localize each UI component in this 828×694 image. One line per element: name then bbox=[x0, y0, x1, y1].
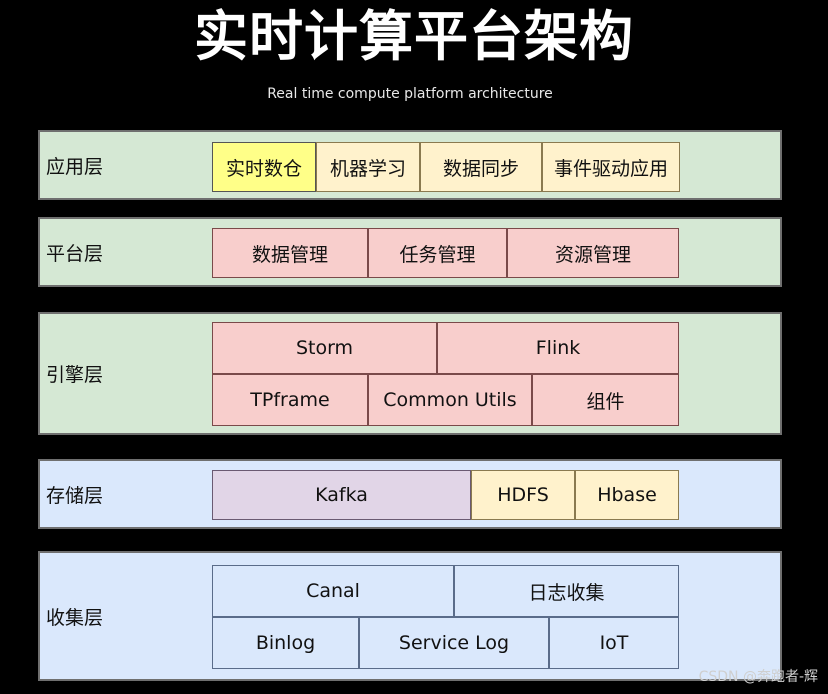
collection-item-canal: Canal bbox=[212, 565, 454, 617]
engine-item-flink: Flink bbox=[437, 322, 679, 374]
page-title: 实时计算平台架构 bbox=[194, 5, 634, 68]
collection-item-service-log: Service Log bbox=[359, 617, 549, 669]
collection-item-iot: IoT bbox=[549, 617, 679, 669]
engine-layer-label: 引擎层 bbox=[46, 364, 104, 386]
app-item-machine-learning: 机器学习 bbox=[316, 142, 420, 192]
platform-item-data-management: 数据管理 bbox=[212, 228, 368, 278]
collection-layer-label: 收集层 bbox=[46, 606, 104, 629]
platform-layer-label: 平台层 bbox=[46, 242, 104, 265]
platform-item-task-management: 任务管理 bbox=[368, 228, 507, 278]
collection-item-binlog: Binlog bbox=[212, 617, 359, 669]
app-item-realtime-warehouse: 实时数仓 bbox=[212, 142, 316, 192]
storage-item-hbase: Hbase bbox=[575, 470, 679, 520]
engine-layer: 引擎层 Storm Flink TPframe Common Utils 组件 bbox=[38, 312, 782, 435]
platform-layer: 平台层 数据管理 任务管理 资源管理 bbox=[38, 217, 782, 287]
page-subtitle: Real time compute platform architecture bbox=[267, 86, 553, 102]
collection-item-log-collection: 日志收集 bbox=[454, 565, 679, 617]
storage-item-hdfs: HDFS bbox=[471, 470, 575, 520]
application-layer: 应用层 实时数仓 机器学习 数据同步 事件驱动应用 bbox=[38, 130, 782, 200]
application-layer-label: 应用层 bbox=[46, 155, 104, 178]
engine-item-tpframe: TPframe bbox=[212, 374, 368, 426]
engine-item-component: 组件 bbox=[532, 374, 679, 426]
storage-layer-label: 存储层 bbox=[46, 484, 104, 507]
storage-item-kafka: Kafka bbox=[212, 470, 471, 520]
engine-item-common-utils: Common Utils bbox=[368, 374, 532, 426]
app-item-data-sync: 数据同步 bbox=[420, 142, 542, 192]
platform-item-resource-management: 资源管理 bbox=[507, 228, 679, 278]
engine-item-storm: Storm bbox=[212, 322, 437, 374]
app-item-event-driven: 事件驱动应用 bbox=[542, 142, 680, 192]
storage-layer: 存储层 Kafka HDFS Hbase bbox=[38, 459, 782, 529]
collection-layer: 收集层 Canal 日志收集 Binlog Service Log IoT bbox=[38, 551, 782, 681]
watermark: CSDN @奔跑者-辉 bbox=[698, 669, 818, 685]
